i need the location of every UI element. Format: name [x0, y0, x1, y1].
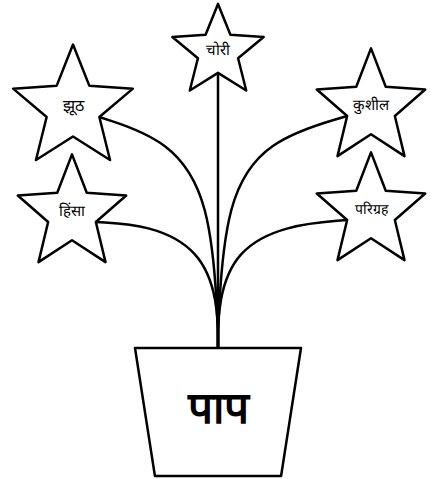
star-node: हिंसा — [15, 152, 129, 264]
branch-line — [218, 116, 347, 348]
node-label: पाप — [135, 382, 301, 435]
branch-line — [218, 220, 347, 348]
star-node: परिग्रह — [314, 150, 428, 262]
star-node: चोरी — [170, 2, 266, 92]
pot-node: पाप — [135, 348, 301, 476]
node-label: कुशील — [314, 96, 428, 114]
branch-line — [96, 222, 218, 348]
node-label: चोरी — [170, 41, 266, 59]
star-node: झूठ — [10, 42, 136, 162]
node-label: हिंसा — [15, 202, 129, 220]
node-label: झूठ — [10, 96, 136, 115]
node-label: परिग्रह — [314, 201, 428, 218]
star-node: कुशील — [314, 46, 428, 158]
